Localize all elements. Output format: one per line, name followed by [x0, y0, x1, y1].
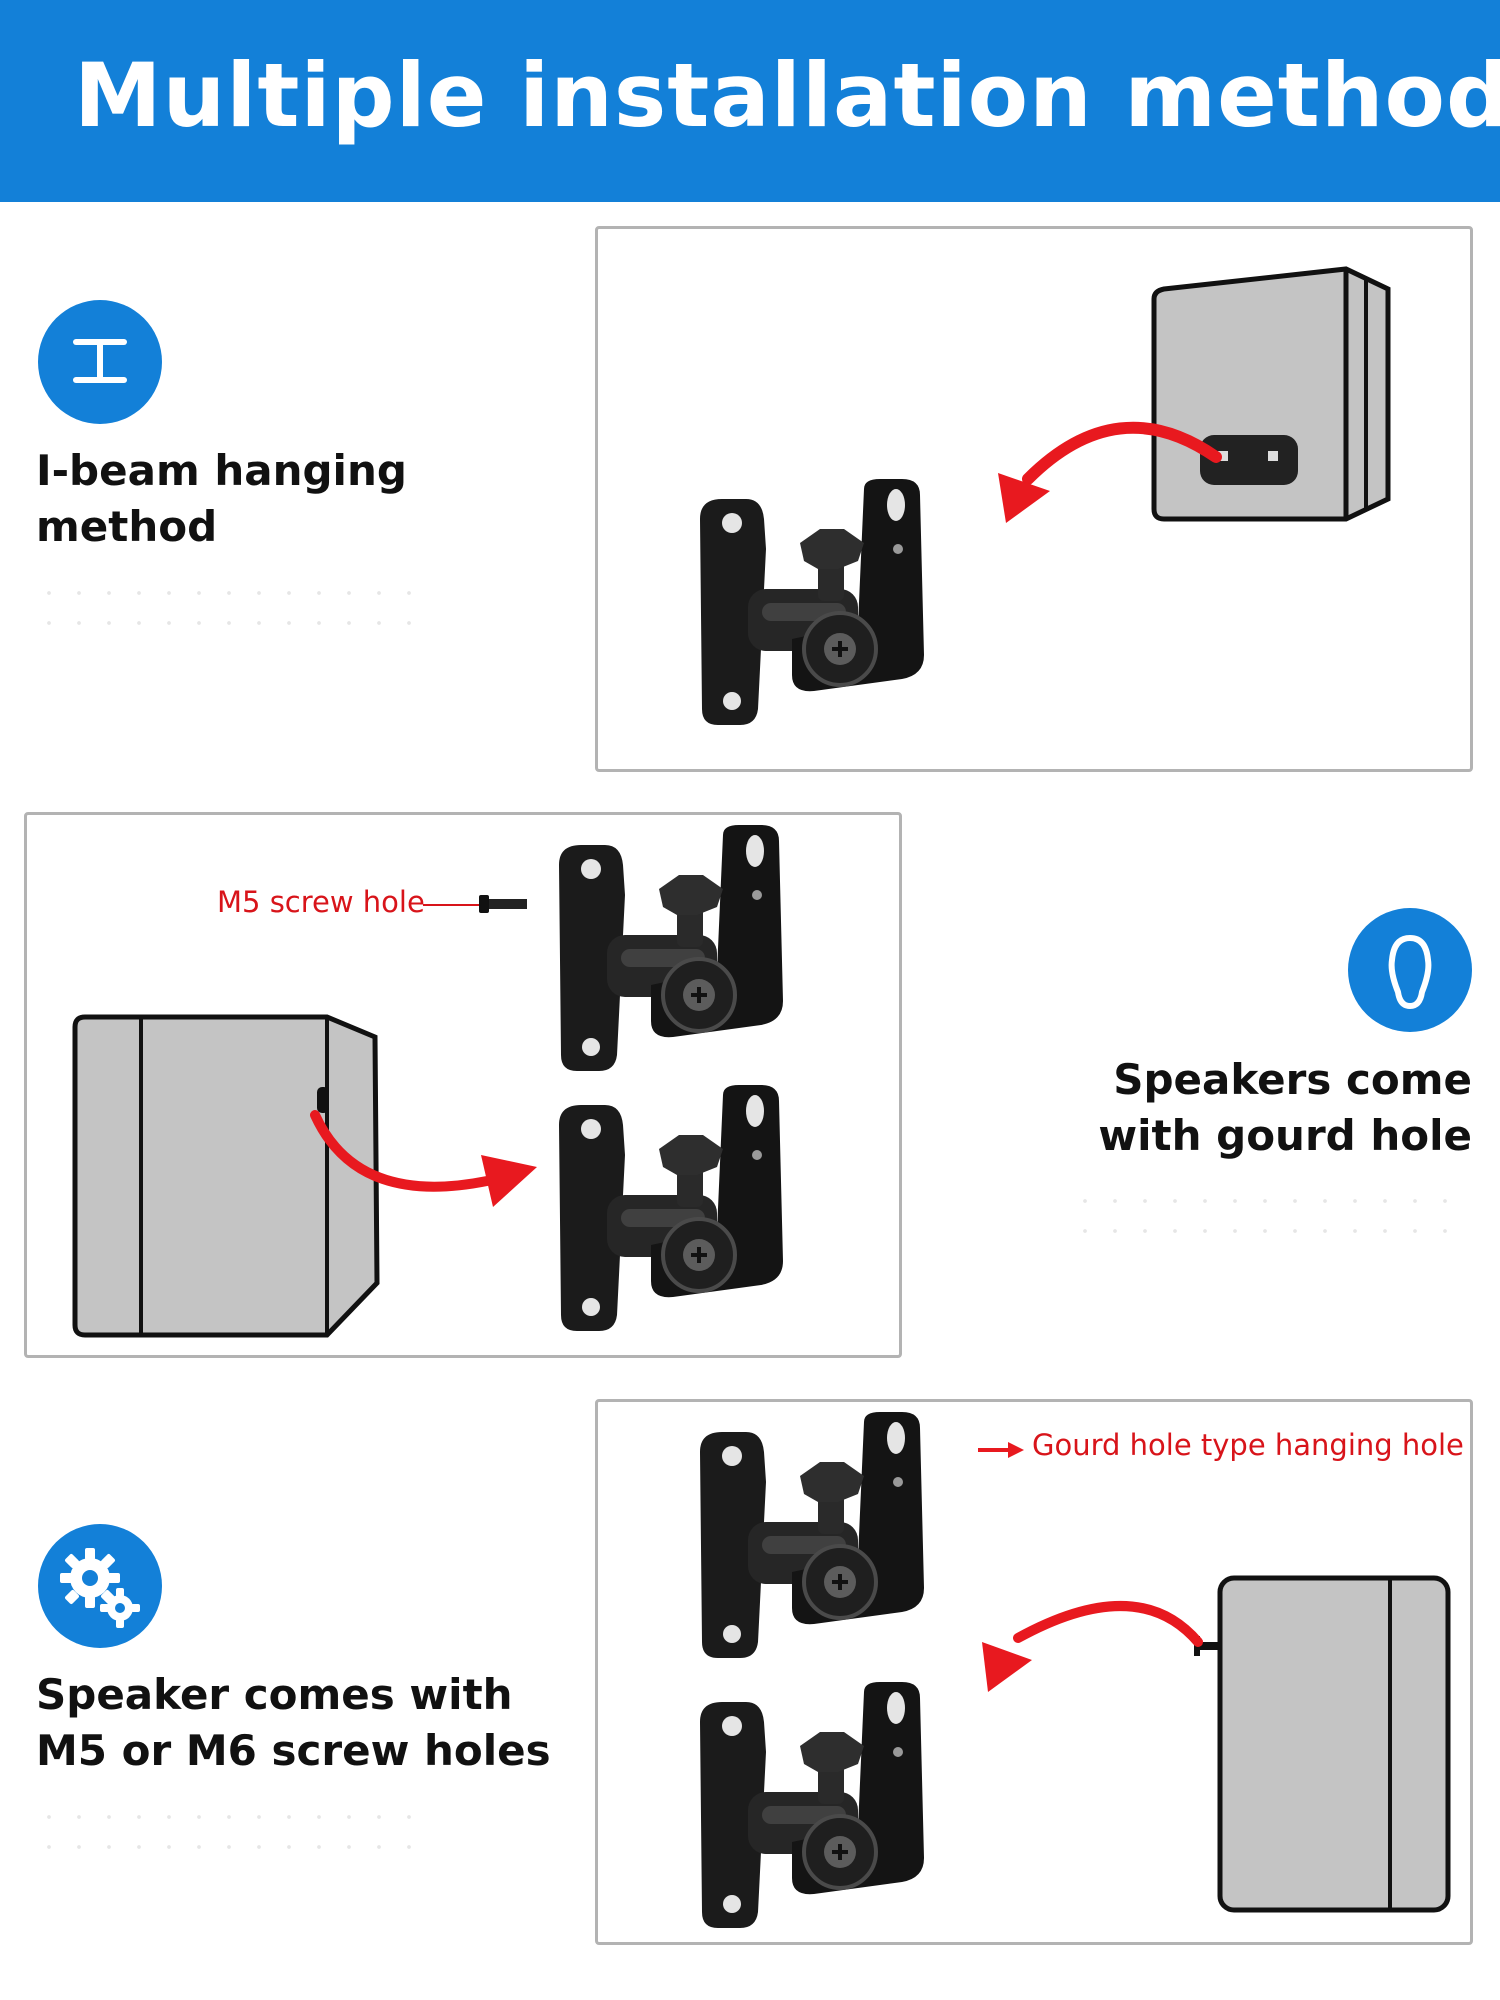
red-arrow	[1022, 421, 1222, 485]
wall-bracket-icon	[700, 1412, 924, 1658]
method-title-line: Speakers come	[1113, 1055, 1472, 1104]
decorative-dots	[34, 578, 434, 638]
decorative-dots	[1070, 1186, 1470, 1246]
wall-bracket-icon	[559, 1085, 783, 1331]
method-title-m5-m6: Speaker comes with M5 or M6 screw holes	[36, 1667, 551, 1779]
decorative-dots	[34, 1802, 434, 1862]
i-beam-icon	[73, 339, 127, 383]
screw-hole-illustration	[598, 1402, 1451, 1942]
wall-bracket-icon	[700, 479, 924, 725]
gears-icon	[60, 1548, 140, 1628]
gears-badge	[38, 1524, 162, 1648]
i-beam-badge	[38, 300, 162, 424]
red-arrow	[310, 1110, 492, 1192]
gourd-hole-icon	[1388, 935, 1432, 1009]
page-header: Multiple installation methods	[0, 0, 1500, 202]
speaker-screw	[317, 1087, 329, 1113]
screw-hole-illustration-panel: Gourd hole type hanging hole	[595, 1399, 1473, 1945]
method-title-i-beam: I-beam hanging method	[36, 443, 407, 555]
m5-screw-hole-label: M5 screw hole	[217, 885, 425, 919]
i-beam-illustration-panel	[595, 226, 1473, 772]
method-title-line: with gourd hole	[1098, 1111, 1472, 1160]
gourd-hole-illustration	[72, 815, 899, 1338]
wall-bracket-icon	[700, 1682, 924, 1928]
i-beam-illustration	[598, 266, 1391, 769]
method-title-line: method	[36, 502, 218, 551]
method-title-line: M5 or M6 screw holes	[36, 1726, 551, 1775]
page-title: Multiple installation methods	[74, 44, 1500, 147]
gourd-hole-hanging-hole-label: Gourd hole type hanging hole	[1032, 1428, 1464, 1462]
red-arrow	[1013, 1601, 1203, 1647]
speaker-box	[72, 1014, 380, 1338]
gourd-hole-illustration-panel: M5 screw hole	[24, 812, 902, 1358]
i-beam-slot	[1200, 435, 1298, 485]
speaker-screw	[1198, 1642, 1222, 1650]
gourd-hole-badge	[1348, 908, 1472, 1032]
method-title-line: Speaker comes with	[36, 1670, 513, 1719]
method-title-line: I-beam hanging	[36, 446, 407, 495]
wall-bracket-icon	[559, 825, 783, 1071]
speaker-box	[1217, 1575, 1451, 1913]
method-title-gourd-hole: Speakers come with gourd hole	[1020, 1052, 1472, 1164]
